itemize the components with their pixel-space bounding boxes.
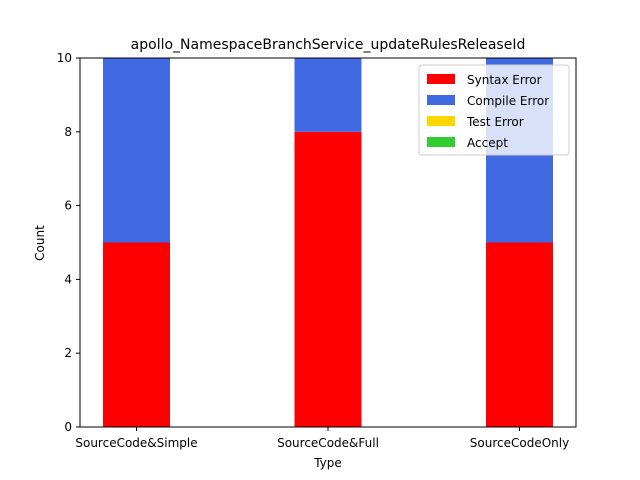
y-tick-label: 4 xyxy=(64,272,72,286)
bar-syntax-error-2 xyxy=(294,131,362,428)
legend-label: Compile Error xyxy=(467,94,549,108)
x-tick-label: SourceCode&Full xyxy=(277,436,379,450)
bar-syntax-error-3 xyxy=(486,242,553,427)
bar-compile-error-2 xyxy=(294,58,362,132)
legend-swatch xyxy=(427,95,455,105)
x-tick-label: SourceCode&Simple xyxy=(75,436,197,450)
y-tick-label: 10 xyxy=(57,51,72,65)
legend-box xyxy=(418,64,570,156)
y-tick-label: 2 xyxy=(64,346,72,360)
y-tick-label: 8 xyxy=(64,125,72,139)
legend-label: Test Error xyxy=(466,115,524,129)
legend-label: Syntax Error xyxy=(467,73,542,87)
legend-swatch xyxy=(427,74,455,84)
bar-compile-error-1 xyxy=(103,58,170,243)
y-tick-label: 6 xyxy=(64,199,72,213)
y-axis-label: Count xyxy=(33,225,47,261)
chart-title: apollo_NamespaceBranchService_updateRule… xyxy=(131,37,526,53)
y-tick-label: 0 xyxy=(64,420,72,434)
bar-syntax-error-1 xyxy=(103,242,170,427)
legend-label: Accept xyxy=(467,136,508,150)
bars-group xyxy=(103,58,553,428)
legend-swatch xyxy=(427,137,455,147)
x-axis-label: Type xyxy=(313,456,342,470)
x-tick-label: SourceCodeOnly xyxy=(470,436,569,450)
legend-swatch xyxy=(427,116,455,126)
